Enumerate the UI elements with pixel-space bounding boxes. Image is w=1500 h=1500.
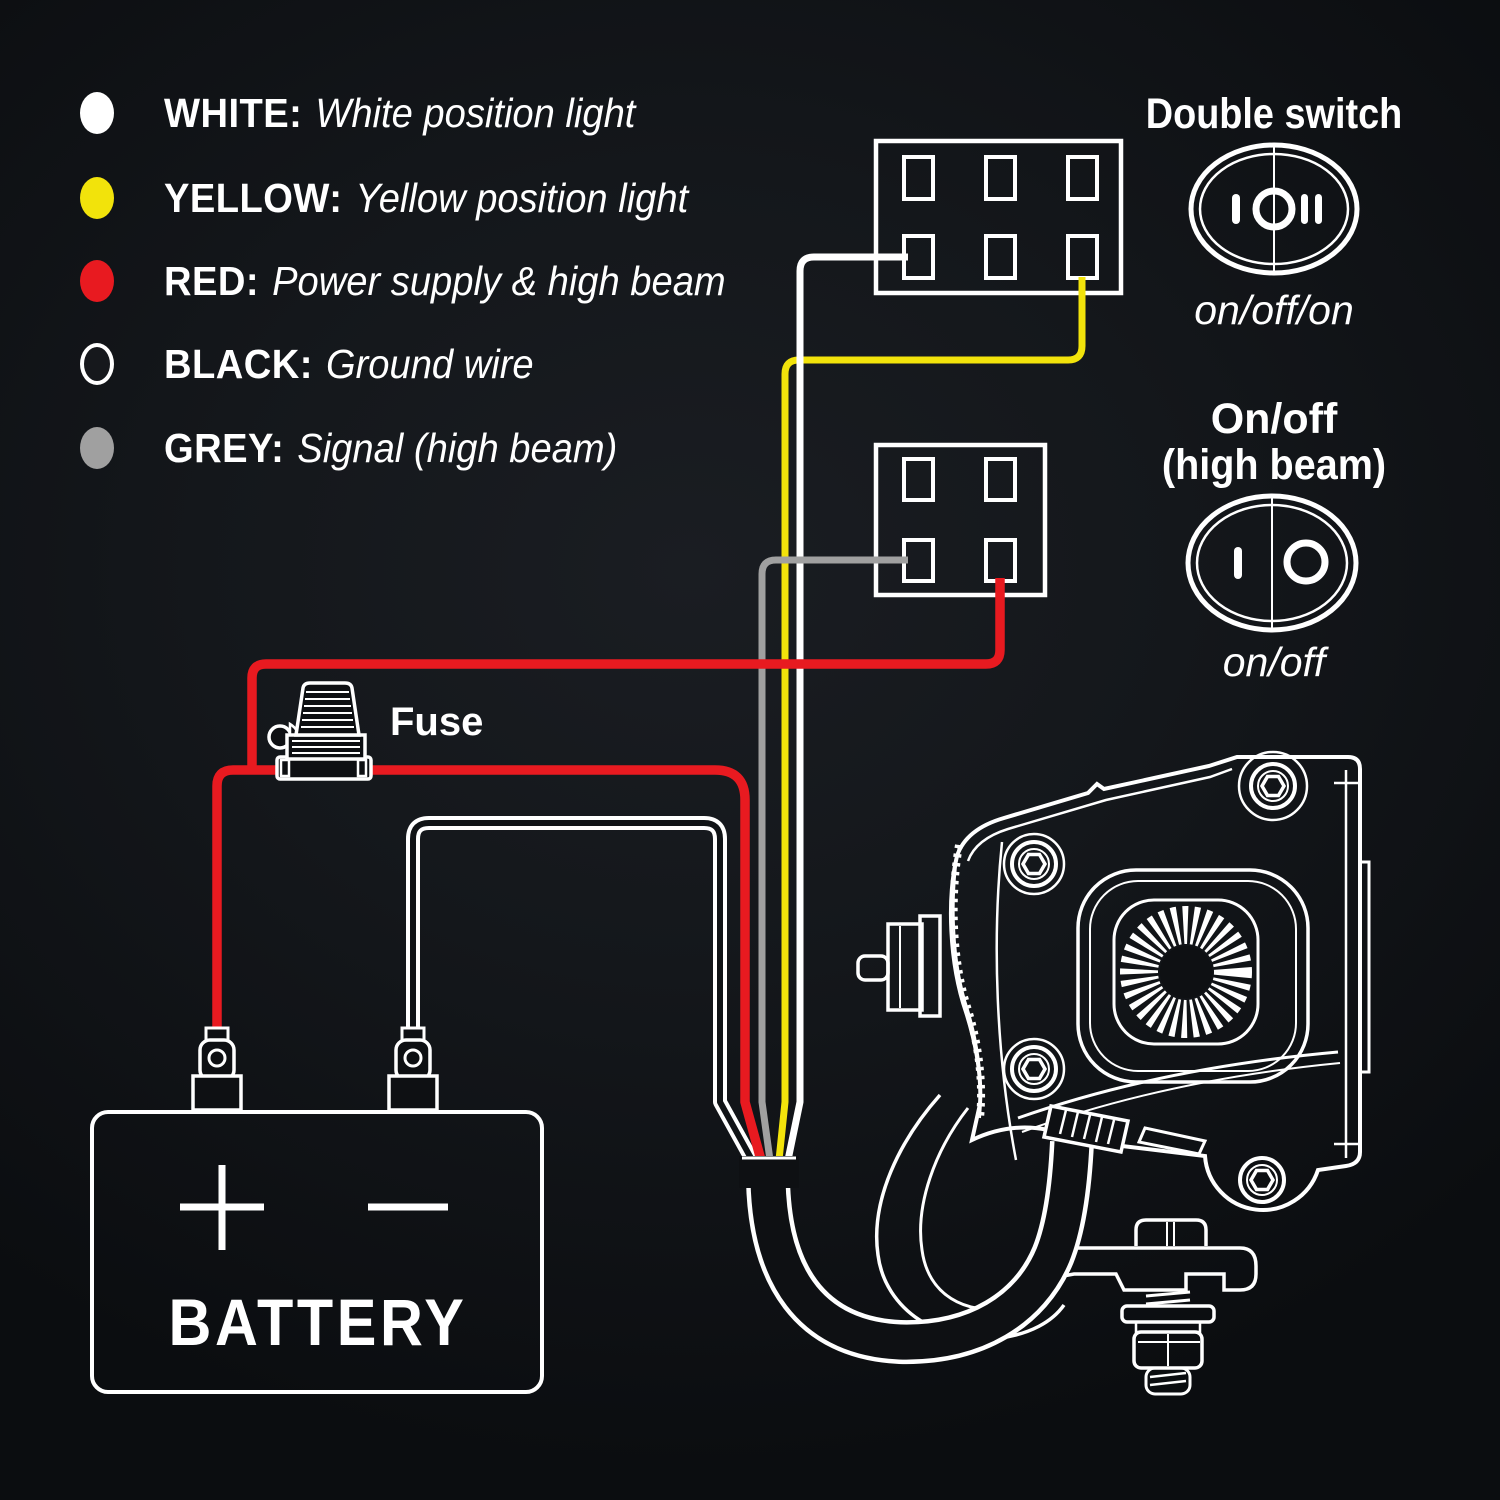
legend-desc: Yellow position light — [355, 174, 689, 221]
four-pin-connector — [873, 442, 1048, 598]
heatsink-vent-icon — [1112, 898, 1260, 1046]
high-beam-switch-caption: on/off — [1222, 639, 1326, 685]
white-dot-icon — [80, 92, 114, 134]
legend-item-yellow: YELLOW: Yellow position light — [80, 172, 728, 224]
screw-bottom-right — [1238, 1156, 1286, 1204]
legend-label: BLACK: — [164, 340, 313, 387]
black-dot-icon — [80, 343, 114, 385]
battery-icon — [90, 1026, 544, 1394]
white-wire — [784, 253, 908, 1161]
wires — [212, 253, 1086, 1164]
legend-item-black: BLACK: Ground wire — [80, 338, 561, 390]
screw-upper-left — [1002, 832, 1066, 896]
battery-positive-symbol — [180, 1165, 264, 1250]
yellow-wire — [775, 277, 1086, 1161]
cable-plug — [1041, 1103, 1131, 1155]
bracket-bolt-head — [1134, 1218, 1208, 1246]
legend-item-white: WHITE: White position light — [80, 87, 671, 139]
red-wire-switch-branch — [247, 578, 1005, 772]
screw-lower-left — [1002, 1037, 1066, 1101]
bracket-washer — [1120, 1304, 1216, 1324]
double-switch-icon — [1188, 142, 1360, 276]
high-beam-switch-title-line2: (high beam) — [1161, 441, 1387, 489]
double-switch-caption: on/off/on — [1194, 287, 1354, 333]
legend-label: YELLOW: — [164, 174, 343, 221]
red-wire-battery-fuse — [212, 765, 766, 1162]
black-ground-wire-outline — [406, 816, 759, 1164]
high-beam-switch-title-line1: On/off — [1210, 395, 1338, 443]
led-light-icon — [856, 750, 1371, 1212]
bracket-stud-threads — [1145, 1290, 1191, 1306]
on-off-switch-icon — [1185, 493, 1359, 633]
red-dot-icon — [80, 260, 114, 302]
fuse-label: Fuse — [390, 700, 484, 744]
legend-desc: Ground wire — [325, 340, 534, 387]
legend-item-red: RED: Power supply & high beam — [80, 255, 768, 307]
legend-label: WHITE: — [164, 89, 303, 136]
battery-positive-terminal — [191, 1026, 243, 1112]
yellow-dot-icon — [80, 177, 114, 219]
light-bracket — [875, 1093, 1258, 1396]
black-ground-wire-core — [410, 820, 755, 1162]
legend-label: GREY: — [164, 424, 285, 471]
bracket-rail — [1007, 1246, 1258, 1292]
side-bolt-icon — [856, 914, 942, 1018]
double-switch-title: Double switch — [1145, 90, 1403, 138]
grey-dot-icon — [80, 427, 114, 469]
legend-item-grey: GREY: Signal (high beam) — [80, 422, 651, 474]
battery-negative-terminal — [387, 1026, 439, 1112]
legend-desc: Signal (high beam) — [297, 424, 618, 471]
battery-label: BATTERY — [168, 1285, 468, 1359]
legend-desc: Power supply & high beam — [272, 257, 726, 304]
screw-top-right — [1237, 750, 1309, 822]
fuse-icon — [267, 681, 373, 781]
legend-desc: White position light — [315, 89, 636, 136]
light-cable — [746, 1140, 1094, 1365]
grey-wire — [758, 556, 908, 1161]
six-pin-connector — [873, 138, 1124, 296]
cable-sheath — [739, 1156, 799, 1188]
legend-label: RED: — [164, 257, 260, 304]
